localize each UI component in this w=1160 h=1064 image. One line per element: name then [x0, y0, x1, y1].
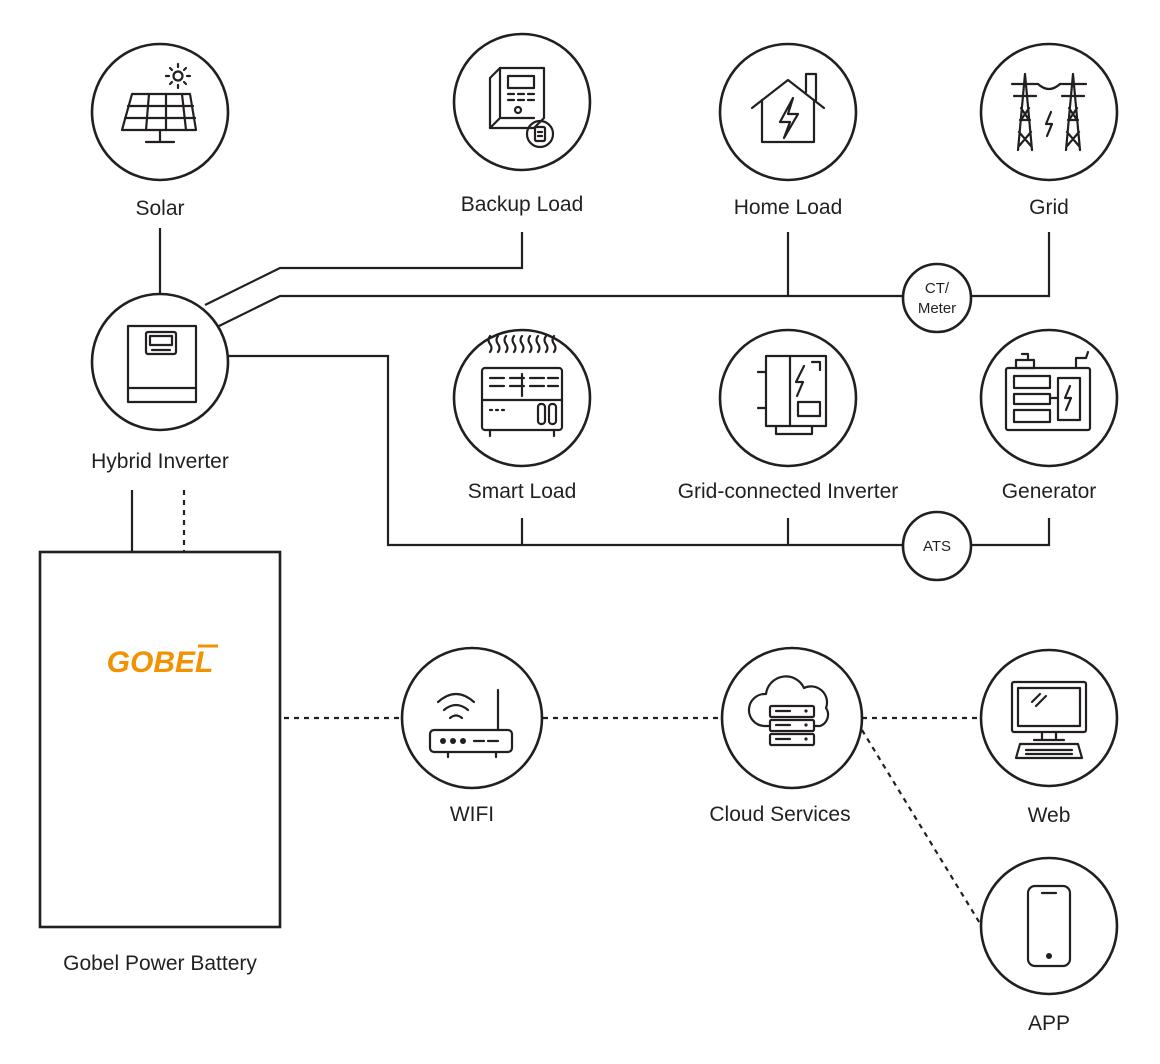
- home-icon: [750, 72, 826, 144]
- grid-inverter-icon: [756, 354, 828, 436]
- label-solar: Solar: [135, 197, 184, 220]
- node-hybrid-inverter: Hybrid Inverter: [90, 292, 230, 473]
- label-home-load: Home Load: [734, 196, 843, 219]
- node-solar: Solar: [90, 42, 230, 220]
- battery-cabinet: [38, 550, 282, 929]
- node-web: Web: [979, 648, 1119, 827]
- node-backup-load: Backup Load: [452, 32, 592, 216]
- node-generator: Generator: [979, 328, 1119, 503]
- gobel-logo: GOBEL: [107, 646, 214, 679]
- node-battery: GOBEL Gobel Power Battery: [38, 550, 282, 975]
- label-hybrid-inverter: Hybrid Inverter: [91, 450, 229, 473]
- ats-label: ATS: [923, 538, 951, 555]
- label-cloud-services: Cloud Services: [709, 803, 850, 826]
- cloud-server-icon: [747, 675, 830, 747]
- node-cloud-services: Cloud Services: [709, 646, 864, 826]
- inverter-icon: [126, 324, 198, 404]
- smartphone-icon: [1026, 884, 1072, 968]
- solar-panel-icon: [120, 62, 198, 144]
- label-wifi: WIFI: [450, 803, 494, 826]
- node-wifi: WIFI: [400, 646, 544, 826]
- label-app: APP: [1028, 1012, 1070, 1035]
- label-battery: Gobel Power Battery: [63, 952, 257, 975]
- node-grid: Grid: [979, 42, 1119, 219]
- connection-lines: [130, 228, 1051, 931]
- node-app: APP: [979, 856, 1119, 1035]
- desktop-computer-icon: [1010, 680, 1088, 760]
- generator-icon: [1004, 350, 1092, 432]
- ct-meter-junction: CT/ Meter: [901, 262, 973, 334]
- label-grid-connected-inverter: Grid-connected Inverter: [678, 480, 899, 503]
- smart-load-icon: [480, 334, 564, 438]
- node-home-load: Home Load: [718, 42, 858, 219]
- ct-meter-label-line1: CT/: [925, 280, 950, 297]
- node-smart-load: Smart Load: [452, 328, 592, 503]
- label-grid: Grid: [1029, 196, 1069, 219]
- node-grid-connected-inverter: Grid-connected Inverter: [678, 328, 899, 503]
- ct-meter-label-line2: Meter: [918, 300, 956, 317]
- power-tower-icon: [1010, 72, 1088, 152]
- ats-junction: ATS: [901, 510, 973, 582]
- router-icon: [428, 688, 514, 759]
- backup-load-icon: [488, 66, 555, 149]
- label-backup-load: Backup Load: [461, 193, 584, 216]
- label-web: Web: [1028, 804, 1071, 827]
- label-generator: Generator: [1002, 480, 1097, 503]
- label-smart-load: Smart Load: [468, 480, 577, 503]
